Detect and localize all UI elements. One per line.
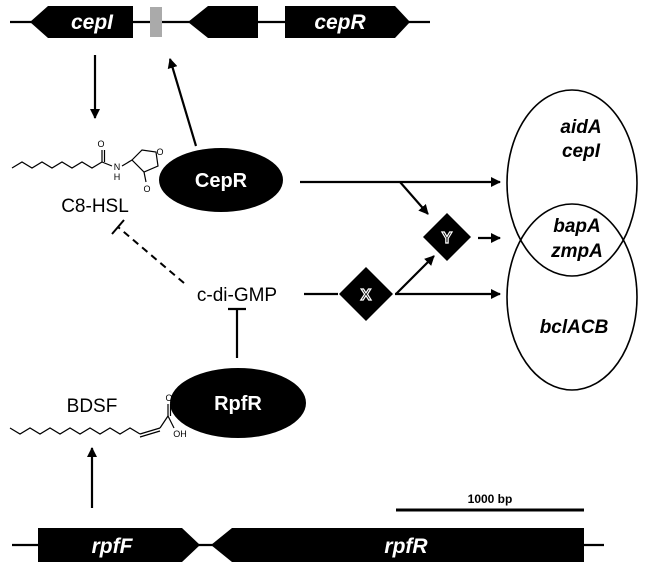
rpfR-regulon-ellipse — [506, 203, 638, 391]
bdsf-label: BDSF — [67, 396, 118, 417]
bdsf-alkyl-chain — [9, 427, 141, 435]
cepR-to-promoter-arrow — [167, 58, 198, 147]
venn-gene-bclACB: bclACB — [540, 317, 609, 338]
c8-hsl-carbonyl-oxygen: O — [143, 184, 150, 194]
c8-hsl-lactone-ring — [131, 149, 159, 173]
c-di-gmp-inhibits-c8hsl-bar — [111, 219, 125, 235]
c8-hsl-acyl-chain — [11, 161, 103, 169]
x-unknown-label: X — [361, 287, 372, 304]
venn-gene-aidA: aidA — [560, 117, 601, 138]
c8-hsl-n-ring-bond — [121, 159, 133, 167]
c8-hsl-label: C8-HSL — [61, 196, 129, 217]
c8-hsl-structure — [11, 149, 159, 183]
rpfR-protein-label: RpfR — [214, 393, 262, 415]
rpfR-protein — [170, 368, 306, 438]
bdsf-hydroxyl-bond — [167, 415, 175, 429]
cepR-gene — [285, 6, 410, 38]
cepR-protein-label: CepR — [195, 170, 248, 192]
c-di-gmp-label: c-di-GMP — [197, 285, 277, 306]
venn-gene-cepI: cepI — [562, 141, 601, 162]
c8-hsl-hydrogen: H — [114, 172, 121, 182]
c8-hsl-ring-oxygen: O — [156, 147, 163, 157]
intergenic-orf-gene — [188, 6, 258, 38]
bottom-chromosome: rpfF rpfR — [12, 528, 604, 562]
cepI-gene-label: cepI — [71, 11, 114, 34]
venn-gene-bapA: bapA — [553, 216, 601, 237]
cepR-to-y-arrow — [399, 181, 429, 215]
y-unknown-label: Y — [442, 230, 453, 247]
bdsf-carbonyl-oxygen: O — [165, 393, 172, 403]
rpfR-gene — [211, 528, 584, 562]
rpfR-gene-label: rpfR — [384, 535, 428, 558]
bdsf-hydroxyl: OH — [173, 429, 187, 439]
c-di-gmp-inhibits-c8hsl — [117, 226, 185, 284]
cepR-gene-label: cepR — [314, 11, 366, 34]
cepR-protein — [159, 148, 283, 212]
cepI-gene — [30, 6, 133, 38]
scale-bar-label: 1000 bp — [468, 492, 513, 506]
bdsf-structure — [9, 404, 175, 438]
x-to-y-arrow — [395, 255, 435, 295]
bdsf-cis-double-bond-2 — [139, 430, 161, 438]
c8-hsl-nitrogen: N — [114, 162, 121, 172]
top-chromosome: cepI cepR — [10, 6, 430, 38]
c8-hsl-lactone-carbonyl — [143, 171, 147, 183]
c8-hsl-amide-oxygen: O — [97, 139, 104, 149]
x-unknown-factor — [339, 267, 393, 321]
cep-box-promoter — [150, 7, 162, 37]
c8-hsl-amide-bond — [101, 161, 113, 167]
bdsf-cis-double-bond — [139, 427, 161, 435]
rpfF-gene-label: rpfF — [92, 535, 134, 558]
cepR-regulon-ellipse — [506, 89, 638, 277]
venn-gene-zmpA: zmpA — [550, 241, 603, 262]
y-unknown-factor — [423, 213, 471, 261]
bdsf-carboxyl-carbon — [159, 415, 169, 429]
rpfF-gene — [38, 528, 200, 562]
